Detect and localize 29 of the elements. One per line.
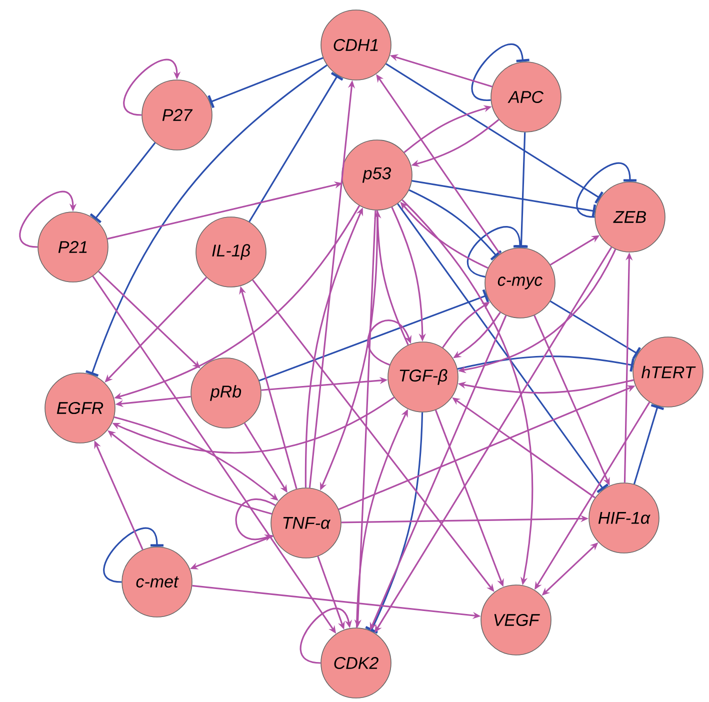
gene-node: c-myc xyxy=(484,248,556,318)
inhibition-edge xyxy=(467,226,526,278)
gene-node: hTERT xyxy=(632,336,704,408)
gene-node: HIF-1α xyxy=(588,482,660,554)
gene-node: CDK2 xyxy=(320,628,392,698)
gene-node: p53 xyxy=(342,140,412,210)
gene-node: APC xyxy=(490,62,562,132)
arrow xyxy=(367,320,412,366)
gene-node: TNF-α xyxy=(270,488,342,558)
gene-node: TGF-β xyxy=(388,342,458,412)
inhibition-edge xyxy=(412,180,596,218)
gene-node: VEGF xyxy=(480,584,552,656)
gene-node: IL-1β xyxy=(196,216,266,288)
gene-node: P27 xyxy=(142,80,212,150)
gene-node: c-met xyxy=(122,546,192,618)
arrow xyxy=(300,608,352,664)
arrow xyxy=(19,191,77,248)
inhibition-edge xyxy=(471,44,530,101)
gene-node: P21 xyxy=(38,212,108,282)
gene-node: EGFR xyxy=(44,372,116,444)
gene-node: ZEB xyxy=(594,182,666,252)
inhibition-edge xyxy=(103,527,164,583)
inhibition-edge xyxy=(365,412,424,634)
arrow xyxy=(123,59,181,116)
inhibition-edge xyxy=(457,356,634,372)
inhibition-edge xyxy=(86,64,328,377)
gene-node: pRb xyxy=(190,358,262,428)
inhibition-edge xyxy=(576,162,636,218)
gene-node: CDH1 xyxy=(320,10,392,80)
